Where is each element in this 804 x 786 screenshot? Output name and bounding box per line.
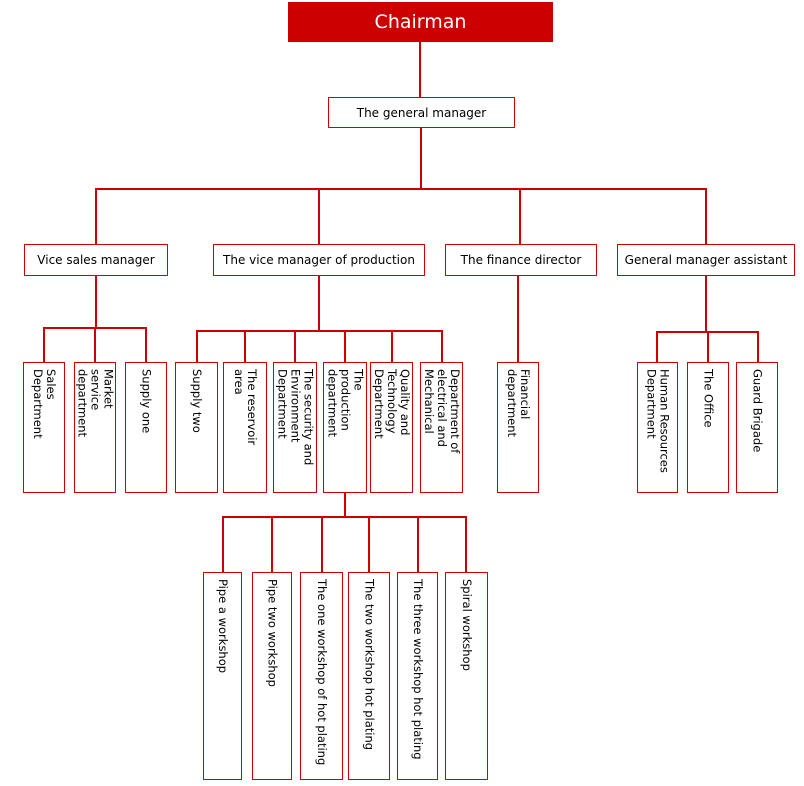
node-vice-sales-manager: Vice sales manager [24, 244, 168, 276]
node-supply-one: Supply one [125, 362, 167, 493]
node-market-service-department: Market service department [74, 362, 116, 493]
connector-workshop-drop-2 [271, 516, 273, 572]
node-the-office: The Office [687, 362, 729, 493]
node-label: Department of electrical and Mechanical [422, 369, 462, 454]
node-label: The production department [325, 369, 366, 438]
connector-level2-rail [95, 188, 707, 190]
connector-assistant-drop-2 [707, 331, 709, 362]
connector-production-trunk [318, 276, 320, 330]
node-guard-brigade: Guard Brigade [736, 362, 778, 493]
node-label: Supply two [190, 369, 204, 433]
connector-assistant-trunk [705, 276, 707, 331]
node-two-workshop-hot-plating: The two workshop hot plating [348, 572, 390, 780]
node-label: Supply one [139, 369, 154, 434]
node-financial-department: Financial department [497, 362, 539, 493]
node-sales-department: Sales Department [23, 362, 65, 493]
connector-production-drop-5 [391, 330, 393, 362]
connector-drop-vice-sales [95, 188, 97, 244]
node-label: Pipe two workshop [265, 579, 280, 687]
node-general-manager: The general manager [328, 97, 515, 128]
node-label: Vice sales manager [37, 253, 155, 267]
node-one-workshop-hot-plating: The one workshop of hot plating [300, 572, 343, 780]
node-pipe-a-workshop: Pipe a workshop [203, 572, 242, 780]
connector-drop-finance [519, 188, 521, 244]
node-label: The Office [701, 369, 716, 428]
connector-sales-drop-3 [145, 327, 147, 362]
connector-production-rail [196, 330, 443, 332]
node-label: The general manager [356, 105, 487, 120]
node-vice-manager-production: The vice manager of production [213, 244, 425, 276]
node-label: Chairman [374, 11, 467, 33]
node-security-environment-department: The security and Environment Department [273, 362, 317, 493]
connector-assistant-drop-3 [757, 331, 759, 362]
node-electrical-mechanical-department: Department of electrical and Mechanical [420, 362, 463, 493]
node-human-resources-department: Human Resources Department [637, 362, 678, 493]
node-spiral-workshop: Spiral workshop [445, 572, 488, 780]
node-production-department: The production department [323, 362, 367, 493]
node-label: The two workshop hot plating [362, 579, 377, 751]
node-label: General manager assistant [624, 253, 788, 267]
connector-assistant-drop-1 [656, 331, 658, 362]
connector-finance-trunk [517, 276, 519, 362]
node-label: The three workshop hot plating [411, 579, 425, 760]
connector-chairman-gm [419, 42, 421, 97]
node-label: Financial department [505, 369, 532, 438]
node-label: Sales Department [31, 369, 58, 439]
node-pipe-two-workshop: Pipe two workshop [252, 572, 292, 780]
node-general-manager-assistant: General manager assistant [617, 244, 795, 276]
node-chairman: Chairman [288, 2, 553, 42]
connector-production-drop-1 [196, 330, 198, 362]
node-label: The one workshop of hot plating [315, 579, 329, 766]
node-three-workshop-hot-plating: The three workshop hot plating [397, 572, 438, 780]
connector-sales-drop-1 [43, 327, 45, 362]
connector-drop-production [318, 188, 320, 244]
connector-workshop-drop-3 [321, 516, 323, 572]
connector-drop-assistant [705, 188, 707, 244]
connector-sales-drop-2 [94, 327, 96, 362]
connector-production-drop-6 [441, 330, 443, 362]
connector-sales-trunk [95, 276, 97, 327]
connector-workshop-trunk [344, 493, 346, 516]
node-reservoir-area: The reservoir area [223, 362, 267, 493]
node-label: Pipe a workshop [216, 579, 230, 674]
node-label: The finance director [460, 253, 582, 267]
connector-gm-trunk [420, 128, 422, 188]
node-finance-director: The finance director [445, 244, 597, 276]
node-label: Guard Brigade [750, 369, 765, 453]
connector-workshop-drop-1 [222, 516, 224, 572]
node-supply-two: Supply two [175, 362, 218, 493]
connector-workshop-drop-5 [417, 516, 419, 572]
connector-production-drop-2 [244, 330, 246, 362]
node-label: Market service department [75, 369, 116, 438]
node-label: Spiral workshop [460, 579, 474, 671]
connector-production-drop-4 [344, 330, 346, 362]
node-quality-technology-department: Quality and Technology Department [370, 362, 413, 493]
connector-workshop-rail [222, 516, 467, 518]
connector-production-drop-3 [294, 330, 296, 362]
node-label: The vice manager of production [223, 253, 415, 267]
connector-workshop-drop-6 [465, 516, 467, 572]
node-label: Human Resources Department [644, 369, 672, 473]
node-label: The security and Environment Department [275, 369, 316, 466]
node-label: The reservoir area [232, 369, 259, 446]
connector-workshop-drop-4 [368, 516, 370, 572]
node-label: Quality and Technology Department [372, 369, 412, 439]
